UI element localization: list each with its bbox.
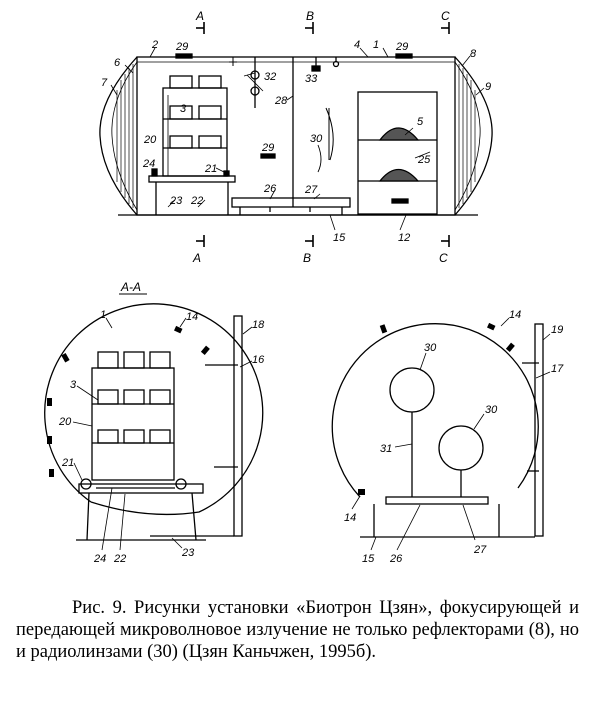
section-mark-b-top: B: [306, 9, 314, 23]
label-29-center: 29: [261, 142, 274, 154]
label-6: 6: [114, 57, 121, 69]
label-23: 23: [169, 195, 183, 207]
left-label-23: 23: [181, 547, 195, 559]
figure-caption: Рис. 9. Рисунки установки «Биотрон Цзян»…: [16, 598, 579, 662]
label-9: 9: [485, 81, 491, 93]
right-label-31: 31: [380, 443, 392, 455]
left-label-3: 3: [70, 379, 77, 391]
side-elevation: [99, 22, 493, 247]
left-label-24: 24: [93, 553, 106, 565]
chamber-circle: [331, 323, 539, 498]
radio-lens-upper: [389, 367, 435, 413]
right-label-17: 17: [551, 363, 564, 375]
label-24: 24: [142, 158, 155, 170]
label-29-left: 29: [175, 41, 188, 53]
left-label-18: 18: [252, 319, 265, 331]
left-label-1: 1: [100, 309, 106, 321]
right-label-14-bottom: 14: [344, 512, 356, 524]
right-label-30-lower: 30: [485, 404, 498, 416]
left-label-22: 22: [113, 553, 126, 565]
section-mark-c-bottom: C: [439, 251, 448, 265]
left-reflector: [99, 56, 138, 216]
section-mark-b-bottom: B: [303, 251, 311, 265]
mast: [233, 315, 243, 537]
label-20: 20: [143, 134, 157, 146]
section-mark-c-top: C: [441, 9, 450, 23]
radio-lens-lower: [438, 425, 484, 471]
label-30: 30: [310, 133, 323, 145]
label-21: 21: [204, 163, 217, 175]
label-3: 3: [180, 103, 187, 115]
label-12: 12: [398, 232, 410, 244]
label-29-right: 29: [395, 41, 408, 53]
label-22: 22: [190, 195, 203, 207]
chamber-circle: [44, 303, 264, 516]
right-label-26: 26: [389, 553, 403, 565]
label-33: 33: [305, 73, 318, 85]
right-label-14-top: 14: [509, 309, 521, 321]
section-view-right: [331, 317, 551, 551]
label-26: 26: [263, 183, 277, 195]
label-5: 5: [417, 116, 424, 128]
right-label-27: 27: [473, 544, 487, 556]
left-label-14: 14: [186, 311, 198, 323]
label-15: 15: [333, 232, 346, 244]
label-32: 32: [264, 71, 276, 83]
label-7: 7: [101, 77, 108, 89]
right-reflector: [454, 56, 493, 216]
section-marks-top: [196, 22, 450, 247]
left-label-21: 21: [61, 457, 74, 469]
right-label-30-upper: 30: [424, 342, 437, 354]
section-view-title: A-A: [120, 280, 141, 294]
patent-figure: A B C A B C 1 2 3 4 5 6 7 8 9 12 15 20 2…: [44, 9, 564, 565]
section-view-left: [44, 303, 264, 551]
left-label-20: 20: [58, 416, 72, 428]
label-8: 8: [470, 48, 477, 60]
section-mark-a-top: A: [195, 9, 204, 23]
right-label-15: 15: [362, 553, 375, 565]
cabinet: [357, 91, 438, 215]
shelf-unit: [162, 75, 228, 177]
label-2: 2: [151, 39, 158, 51]
left-label-16: 16: [252, 354, 265, 366]
section-mark-a-bottom: A: [192, 251, 201, 265]
label-27: 27: [304, 184, 318, 196]
label-28: 28: [274, 95, 288, 107]
right-label-19: 19: [551, 324, 563, 336]
platform: [231, 197, 351, 208]
label-1: 1: [373, 39, 379, 51]
label-4: 4: [354, 39, 360, 51]
table-top: [148, 175, 236, 183]
label-25: 25: [417, 154, 431, 166]
